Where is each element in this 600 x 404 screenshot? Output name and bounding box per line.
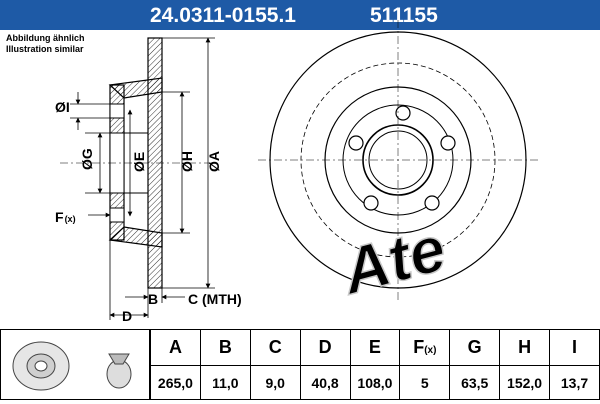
spec-header-c: C xyxy=(249,329,301,366)
note-line-en: Illustration similar xyxy=(6,44,84,54)
title-bar: 24.0311-0155.1 511155 xyxy=(0,0,600,30)
spec-header-e: E xyxy=(349,329,401,366)
dimension-lines xyxy=(70,37,215,320)
note-line-de: Abbildung ähnlich xyxy=(6,33,85,43)
label-dim-c: C (MTH) xyxy=(188,291,242,307)
spec-header-h: H xyxy=(499,329,550,366)
spec-value-a: 265,0 xyxy=(150,365,201,400)
spec-header-g: G xyxy=(449,329,501,366)
label-dim-f: F(x) xyxy=(55,209,76,225)
label-dim-f-sub: (x) xyxy=(65,214,76,224)
spec-header-b: B xyxy=(199,329,251,366)
disc-front-view xyxy=(258,20,538,300)
spec-header-f-main: F xyxy=(413,337,425,357)
spec-value-d: 40,8 xyxy=(299,365,351,400)
illustration-note: Abbildung ähnlich Illustration similar xyxy=(6,33,85,55)
brake-disc-drawing: ØI ØG ØE ØH ØA F(x) B C (MTH) D Ate xyxy=(55,20,538,324)
spec-value-i: 13,7 xyxy=(549,365,600,400)
part-number: 24.0311-0155.1 xyxy=(150,4,296,27)
label-dim-a: ØA xyxy=(206,151,222,172)
spec-header-f-sub: (x) xyxy=(424,345,437,356)
label-dim-h: ØH xyxy=(179,151,195,172)
spec-value-e: 108,0 xyxy=(349,365,401,400)
reference-number: 511155 xyxy=(370,4,438,27)
label-dim-g: ØG xyxy=(79,148,95,170)
label-dim-d: D xyxy=(122,308,132,324)
label-dim-f-main: F xyxy=(55,209,64,225)
spec-value-c: 9,0 xyxy=(249,365,301,400)
label-dim-b: B xyxy=(148,291,158,307)
specification-table: A B C D E F(x) G H I 265,0 11,0 9,0 40,8… xyxy=(150,329,600,400)
spec-value-f: 5 xyxy=(399,365,451,400)
spec-value-h: 152,0 xyxy=(499,365,550,400)
spec-header-a: A xyxy=(150,329,201,366)
spec-header-i: I xyxy=(549,329,600,366)
spec-grid: A B C D E F(x) G H I 265,0 11,0 9,0 40,8… xyxy=(150,329,600,400)
spec-header-f: F(x) xyxy=(399,329,451,366)
disc-cross-section xyxy=(60,37,220,289)
label-dim-i: ØI xyxy=(55,99,70,115)
spec-header-row: A B C D E F(x) G H I xyxy=(150,329,600,366)
spec-header-d: D xyxy=(299,329,351,366)
label-dim-e: ØE xyxy=(131,152,147,172)
thumbnail-illustration xyxy=(12,341,132,391)
spec-value-g: 63,5 xyxy=(449,365,501,400)
product-thumbnail xyxy=(0,329,150,400)
spec-value-b: 11,0 xyxy=(199,365,251,400)
spec-value-row: 265,0 11,0 9,0 40,8 108,0 5 63,5 152,0 1… xyxy=(150,365,600,400)
